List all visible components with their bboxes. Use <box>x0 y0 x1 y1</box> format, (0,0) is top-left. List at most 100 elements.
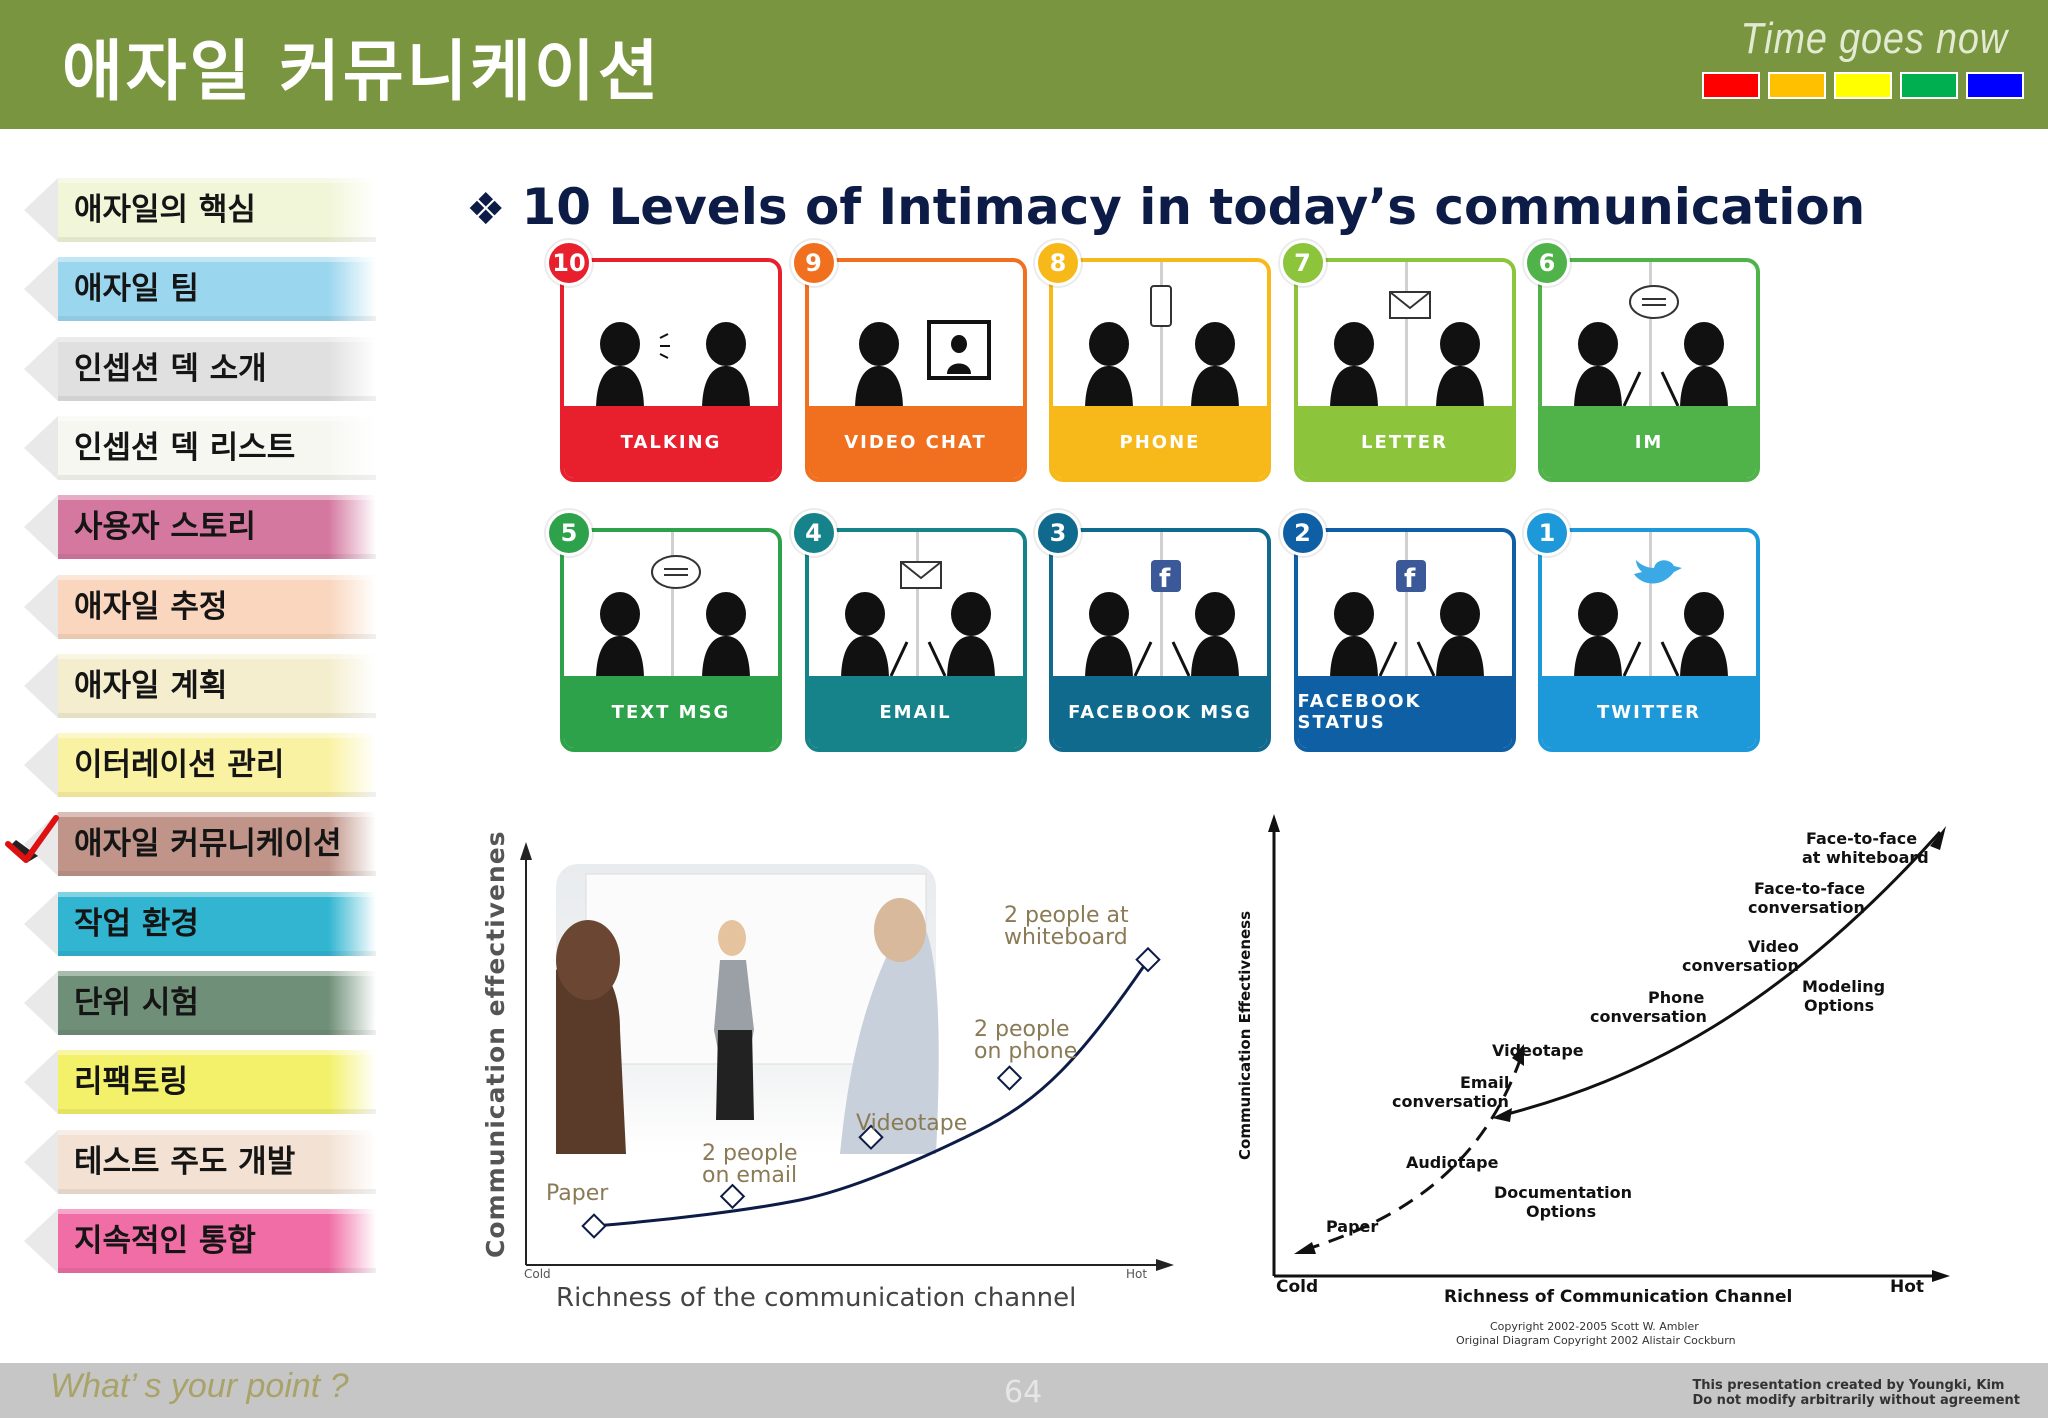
sidebar-item-tip <box>24 336 58 401</box>
chart1-point <box>996 1065 1023 1091</box>
chart1-point <box>719 1183 746 1210</box>
people-illustration <box>1574 560 1728 680</box>
people-illustration: f <box>1085 560 1239 680</box>
chart2-label-video-2: conversation <box>1682 956 1799 975</box>
level-label: FACEBOOK STATUS <box>1297 676 1512 748</box>
chart2-label-whiteboard-2: at whiteboard <box>1802 848 1929 867</box>
sidebar-item-background <box>58 812 376 877</box>
card-divider <box>1160 532 1163 680</box>
sidebar-item-label: 리팩토링 <box>74 1064 189 1101</box>
chart2-label-f2f-1: Face-to-face <box>1754 879 1865 898</box>
sidebar-item-tip <box>24 257 58 322</box>
sidebar-item-background <box>58 495 376 560</box>
sidebar-item-background <box>58 574 376 639</box>
people-illustration <box>1085 285 1239 410</box>
people-illustration <box>840 561 995 680</box>
sidebar-item-background <box>58 1050 376 1115</box>
level-number-badge: 8 <box>1035 240 1081 286</box>
sidebar-item[interactable]: 리팩토링 <box>24 1050 376 1115</box>
sidebar-item[interactable]: 애자일 팀 <box>24 257 376 322</box>
sidebar-item[interactable]: 인셉션 덱 리스트 <box>24 415 376 480</box>
sidebar-item-background <box>58 1208 376 1273</box>
chart1-label-whiteboard-1: 2 people at <box>1004 903 1129 928</box>
sidebar-item-tip <box>24 971 58 1035</box>
chart2-copyright-1: Copyright 2002-2005 Scott W. Ambler <box>1490 1320 1699 1333</box>
level-number-badge: 5 <box>546 510 592 556</box>
sidebar-item-tip <box>24 495 58 560</box>
chart2-label-videotape: Videotape <box>1492 1041 1584 1060</box>
chart2-label-phone-1: Phone <box>1648 988 1705 1007</box>
footer-credit-line1: This presentation created by Youngki, Ki… <box>1692 1378 2005 1393</box>
sidebar-item-label: 애자일 팀 <box>74 271 199 308</box>
sidebar-item-label: 애자일 커뮤니케이션 <box>74 826 342 863</box>
sidebar-item[interactable]: 작업 환경 <box>24 891 376 956</box>
chart2-xlabel: Richness of Communication Channel <box>1444 1287 1792 1307</box>
level-label: EMAIL <box>808 676 1023 748</box>
section-title: ❖ 10 Levels of Intimacy in today’s commun… <box>466 178 1865 236</box>
sidebar-item[interactable]: 단위 시험 <box>24 971 376 1035</box>
sidebar-item[interactable]: 애자일의 핵심 <box>24 178 376 242</box>
sidebar-item[interactable]: 인셉션 덱 소개 <box>24 336 376 401</box>
level-card: TEXT MSG <box>560 528 782 752</box>
diamond-bullet-icon: ❖ <box>466 184 506 235</box>
footer-quote: What’ s your point ? <box>50 1367 349 1405</box>
chart1-xlabel: Richness of the communication channel <box>556 1283 1076 1313</box>
sidebar-item-label: 테스트 주도 개발 <box>74 1143 296 1180</box>
level-number-badge: 9 <box>790 240 837 286</box>
sidebar-item-label: 단위 시험 <box>74 985 199 1021</box>
tagline: Time goes now <box>1740 14 2008 63</box>
level-card: IM <box>1538 258 1760 482</box>
chart1-curve <box>593 959 1150 1228</box>
sidebar-item-tip <box>24 891 58 956</box>
level-label: TWITTER <box>1542 676 1756 748</box>
level-card: TALKING <box>560 258 782 482</box>
chart2-label-email-1: Email <box>1460 1073 1509 1092</box>
card-divider <box>915 532 919 680</box>
sidebar-item-background <box>58 178 376 242</box>
sidebar-item[interactable]: 테스트 주도 개발 <box>24 1129 376 1194</box>
footer-credit: This presentation created by Youngki, Ki… <box>1692 1378 2020 1408</box>
sidebar-item-label: 애자일의 핵심 <box>74 192 256 228</box>
card-divider <box>1649 262 1652 410</box>
sidebar-item[interactable]: 지속적인 통합 <box>24 1208 376 1273</box>
sidebar-item[interactable]: 애자일 추정 <box>24 574 376 639</box>
sidebar-item[interactable]: 사용자 스토리 <box>24 495 376 560</box>
chart1-tick-hot: Hot <box>1126 1267 1147 1281</box>
section-title-text: 10 Levels of Intimacy in today’s communi… <box>521 178 1866 236</box>
level-number-badge: 7 <box>1279 240 1326 286</box>
level-label: VIDEO CHAT <box>808 406 1023 478</box>
people-illustration <box>1329 291 1484 410</box>
level-label: TALKING <box>564 406 778 478</box>
chart2-label-phone-2: conversation <box>1590 1007 1707 1026</box>
footer-credit-line2: Do not modify arbitrarily without agreem… <box>1692 1393 2020 1408</box>
chart1-label-videotape: Videotape <box>856 1111 967 1136</box>
sidebar-item[interactable]: 애자일 커뮤니케이션 <box>24 812 376 877</box>
sidebar-item-label: 애자일 추정 <box>74 588 228 625</box>
color-swatch <box>1834 72 1892 99</box>
sidebar-item[interactable]: 애자일 계획 <box>24 653 376 718</box>
meeting-photo <box>556 864 939 1154</box>
sidebar-item-tip <box>24 1129 58 1194</box>
level-card: TWITTER <box>1538 528 1760 752</box>
sidebar-item-label: 이터레이션 관리 <box>74 747 285 784</box>
level-label: FACEBOOK MSG <box>1053 676 1267 748</box>
color-swatch <box>1966 72 2024 99</box>
people-illustration <box>596 322 750 410</box>
sidebar-item-label: 인셉션 덱 소개 <box>74 350 267 387</box>
sidebar-item-tip <box>24 733 58 798</box>
people-illustration <box>596 555 750 680</box>
chart2-label-documentation-2: Options <box>1526 1202 1596 1221</box>
chart2-label-modeling-1: Modeling <box>1802 977 1885 996</box>
card-divider <box>1160 262 1163 410</box>
chart1-label-email-1: 2 people <box>702 1141 798 1166</box>
sidebar-item-background <box>58 415 376 480</box>
people-illustration <box>1574 285 1728 410</box>
sidebar-item[interactable]: 이터레이션 관리 <box>24 733 376 798</box>
chart1-ylabel: Communication effectiveness <box>481 830 510 1258</box>
chart2-documentation-curve <box>1303 1059 1522 1252</box>
sidebar-item-label: 인셉션 덱 리스트 <box>74 429 296 466</box>
sidebar-item-tip <box>24 1050 58 1115</box>
